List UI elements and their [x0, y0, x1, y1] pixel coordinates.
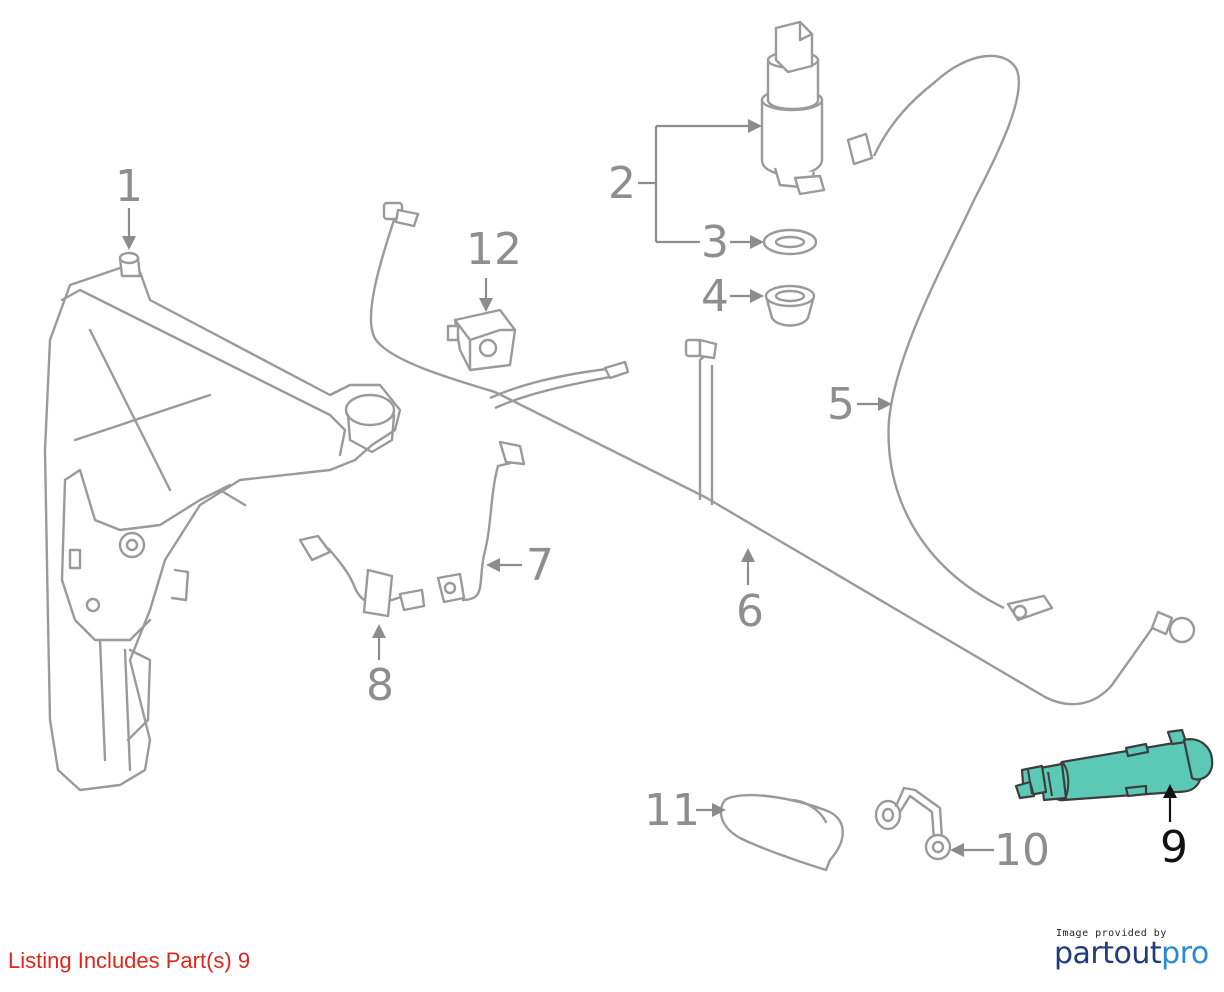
callout-2: 2	[608, 158, 636, 209]
leader-6	[741, 548, 755, 585]
callout-9[interactable]: 9	[1160, 822, 1188, 873]
hose-5	[846, 39, 1054, 622]
bracket-10	[874, 786, 952, 861]
pump-grommet	[764, 284, 816, 327]
hose-7	[436, 440, 526, 604]
callout-6: 6	[736, 586, 764, 637]
image-credit-caption: Image provided by	[1056, 928, 1167, 939]
leader-7	[486, 558, 522, 572]
leader-9	[1163, 784, 1177, 822]
leader-1	[122, 208, 136, 250]
leader-2	[638, 119, 762, 244]
callout-10: 10	[994, 825, 1050, 876]
leader-10	[950, 843, 994, 857]
listing-includes-text: Listing Includes Part(s) 9	[8, 948, 251, 973]
leader-11	[696, 803, 726, 817]
nozzle-cover-11	[719, 793, 844, 872]
callout-7: 7	[526, 540, 554, 591]
callout-3: 3	[701, 217, 729, 268]
washer-pump	[760, 20, 826, 196]
callout-11: 11	[644, 785, 700, 836]
clip-12	[446, 308, 517, 372]
leader-4	[730, 289, 764, 303]
brand-part2: pro	[1161, 936, 1209, 971]
hose-assembly-6	[356, 201, 1196, 717]
washer-reservoir	[43, 251, 402, 792]
pump-seal	[762, 228, 818, 256]
leader-12	[479, 278, 493, 312]
leader-3	[730, 235, 764, 249]
washer-nozzle-cylinder-9[interactable]	[1014, 728, 1214, 802]
leader-5	[857, 397, 892, 411]
callout-8: 8	[366, 660, 394, 711]
callout-5: 5	[827, 379, 855, 430]
leader-8	[372, 624, 386, 660]
callout-4: 4	[701, 271, 729, 322]
callout-12: 12	[466, 224, 522, 275]
partoutpro-logo[interactable]: partoutpro	[1054, 936, 1209, 971]
hose-8	[298, 534, 426, 618]
brand-part1: partout	[1054, 936, 1162, 971]
callout-1: 1	[115, 161, 143, 212]
